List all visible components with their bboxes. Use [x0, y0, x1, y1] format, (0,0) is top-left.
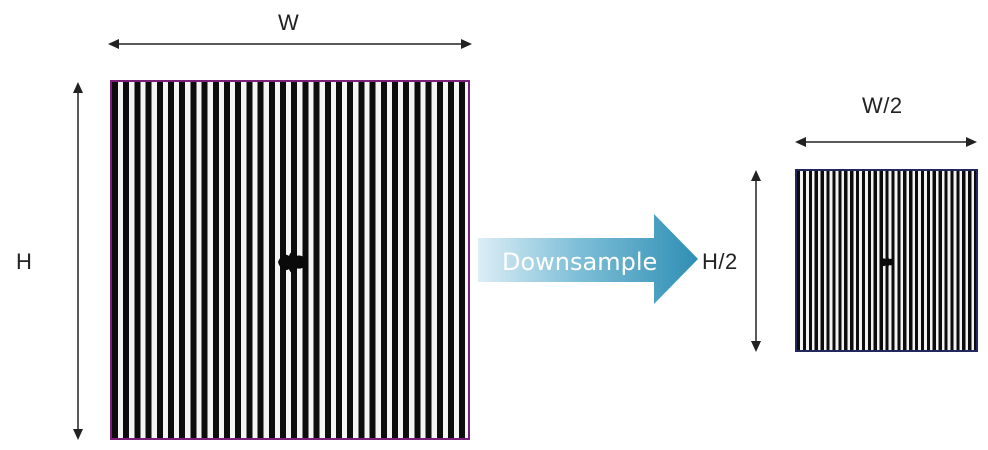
downsample-arrow: [478, 214, 698, 304]
height-dimension-arrow: [73, 82, 83, 440]
half-width-label: W/2: [862, 93, 903, 118]
width-dimension-arrow: [108, 39, 472, 49]
defect-blob: [278, 251, 307, 274]
height-label: H: [16, 249, 33, 274]
width-label: W: [278, 10, 300, 35]
half-height-label: H/2: [702, 249, 738, 274]
downsample-label: Downsample: [502, 248, 658, 276]
original-image: [110, 80, 470, 440]
downsampled-image: [795, 169, 978, 352]
half-height-dimension-arrow: [751, 170, 761, 352]
half-width-dimension-arrow: [795, 137, 977, 147]
defect-blob-small: [880, 256, 895, 268]
